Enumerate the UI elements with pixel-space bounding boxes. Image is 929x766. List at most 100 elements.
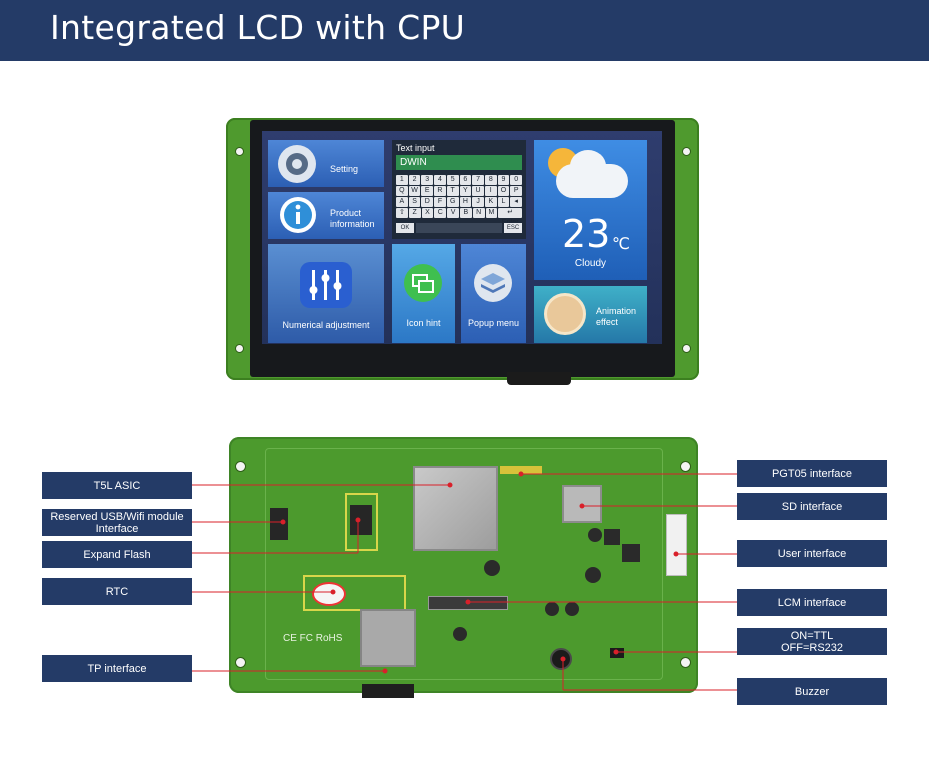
keyboard-key[interactable]: I: [484, 186, 497, 196]
mount-hole: [682, 344, 691, 353]
keyboard-key[interactable]: R: [434, 186, 446, 196]
keyboard-key[interactable]: V: [447, 208, 459, 218]
t5l-asic-chip: [413, 466, 498, 551]
keyboard-key[interactable]: S: [408, 197, 421, 207]
ok-key[interactable]: OK: [396, 223, 414, 233]
keyboard-key[interactable]: H: [459, 197, 472, 207]
space-key[interactable]: [416, 223, 502, 233]
keyboard-key[interactable]: X: [421, 208, 434, 218]
keyboard-key[interactable]: B: [459, 208, 472, 218]
keyboard-key[interactable]: 6: [459, 175, 472, 185]
pgt05-callout: PGT05 interface: [737, 460, 887, 487]
keyboard-key[interactable]: P: [510, 186, 523, 196]
reserved-usb-label-1: Reserved USB/Wifi module: [50, 510, 184, 523]
page-header: Integrated LCD with CPU: [0, 0, 929, 61]
layers-icon: [474, 264, 512, 302]
keyboard-title: Text input: [396, 143, 435, 153]
weather-tile[interactable]: 23 ℃ Cloudy: [534, 140, 647, 280]
setting-label: Setting: [330, 164, 359, 174]
rtc-label: RTC: [105, 585, 129, 598]
pgt05-label: PGT05 interface: [771, 467, 853, 480]
fpc-connector: [507, 372, 571, 385]
keyboard-key[interactable]: C: [434, 208, 447, 218]
user-interface-label: User interface: [777, 547, 847, 560]
keyboard-key[interactable]: ↵ Enter: [498, 208, 522, 226]
keyboard-key[interactable]: 8: [484, 175, 497, 185]
keyboard-key[interactable]: 5: [446, 175, 459, 185]
keyboard-key[interactable]: L: [497, 197, 510, 207]
keyboard-key[interactable]: J: [472, 197, 484, 207]
tp-interface-callout: TP interface: [42, 655, 192, 682]
keyboard-key[interactable]: 9: [497, 175, 510, 185]
esc-key[interactable]: ESC: [504, 223, 522, 233]
capacitor: [588, 528, 602, 542]
product-info-tile[interactable]: Product information: [268, 192, 384, 239]
keyboard-key[interactable]: 4: [434, 175, 446, 185]
pgt05-pins: [500, 466, 542, 474]
weather-unit: ℃: [612, 236, 630, 253]
keyboard-key[interactable]: D: [421, 197, 434, 207]
keyboard-key[interactable]: Q: [396, 186, 408, 196]
keyboard-key[interactable]: 0: [510, 175, 523, 185]
keyboard-key[interactable]: E: [421, 186, 434, 196]
keyboard-key[interactable]: T: [446, 186, 459, 196]
animation-effect-tile[interactable]: Animation effect: [534, 286, 647, 343]
rtc-outline: [303, 575, 406, 611]
t5l-asic-label: T5L ASIC: [93, 479, 141, 492]
keyboard-bottom-row: OK ESC: [396, 223, 522, 233]
keyboard-key[interactable]: A: [396, 197, 408, 207]
user-connector: [666, 514, 687, 576]
setting-tile[interactable]: Setting: [268, 140, 384, 187]
keyboard-key[interactable]: ◂: [510, 197, 523, 207]
buzzer-callout: Buzzer: [737, 678, 887, 705]
reserved-usb-callout: Reserved USB/Wifi module Interface: [42, 509, 192, 536]
rtc-battery: [312, 582, 346, 606]
keyboard-key[interactable]: W: [408, 186, 421, 196]
keyboard-key[interactable]: U: [472, 186, 484, 196]
keyboard-key[interactable]: F: [434, 197, 446, 207]
keyboard-key[interactable]: O: [497, 186, 510, 196]
user-interface-callout: User interface: [737, 540, 887, 567]
icon-hint-tile[interactable]: Icon hint: [392, 244, 455, 343]
keyboard-key[interactable]: Z: [408, 208, 421, 218]
capacitor: [565, 602, 579, 616]
sd-interface-label: SD interface: [781, 500, 843, 513]
keyboard-key[interactable]: G: [446, 197, 459, 207]
keyboard-key[interactable]: ⇧: [396, 208, 408, 218]
page-title: Integrated LCD with CPU: [50, 8, 466, 47]
keyboard-key[interactable]: 2: [408, 175, 421, 185]
cloud-icon: [556, 150, 628, 198]
expand-flash-callout: Expand Flash: [42, 541, 192, 568]
ttl-label: ON=TTL: [790, 629, 834, 642]
buzzer-label: Buzzer: [794, 685, 830, 698]
numerical-adjustment-tile[interactable]: Numerical adjustment: [268, 244, 384, 343]
inductor: [604, 529, 620, 545]
tp-interface-label: TP interface: [87, 662, 147, 675]
ttl-rs232-callout: ON=TTL OFF=RS232: [737, 628, 887, 655]
keyboard-key[interactable]: 7: [472, 175, 484, 185]
mount-hole: [680, 657, 691, 668]
text-input-field[interactable]: DWIN: [396, 155, 522, 170]
pcb-outline: [265, 448, 663, 680]
info-icon: [280, 197, 316, 233]
popup-menu-label: Popup menu: [467, 318, 520, 328]
keyboard-key[interactable]: Y: [459, 186, 472, 196]
popup-menu-tile[interactable]: Popup menu: [461, 244, 526, 343]
keyboard-key[interactable]: 1: [396, 175, 408, 185]
window-icon: [404, 264, 442, 302]
weather-condition: Cloudy: [574, 258, 607, 269]
tp-fpc: [362, 684, 414, 698]
mount-hole: [682, 147, 691, 156]
keyboard-key[interactable]: N: [472, 208, 485, 218]
keyboard-key[interactable]: K: [484, 197, 497, 207]
animation-label-2: effect: [596, 317, 618, 327]
keyboard-key[interactable]: M: [485, 208, 498, 218]
sd-interface-callout: SD interface: [737, 493, 887, 520]
keyboard-key[interactable]: 3: [421, 175, 434, 185]
capacitor: [585, 567, 601, 583]
